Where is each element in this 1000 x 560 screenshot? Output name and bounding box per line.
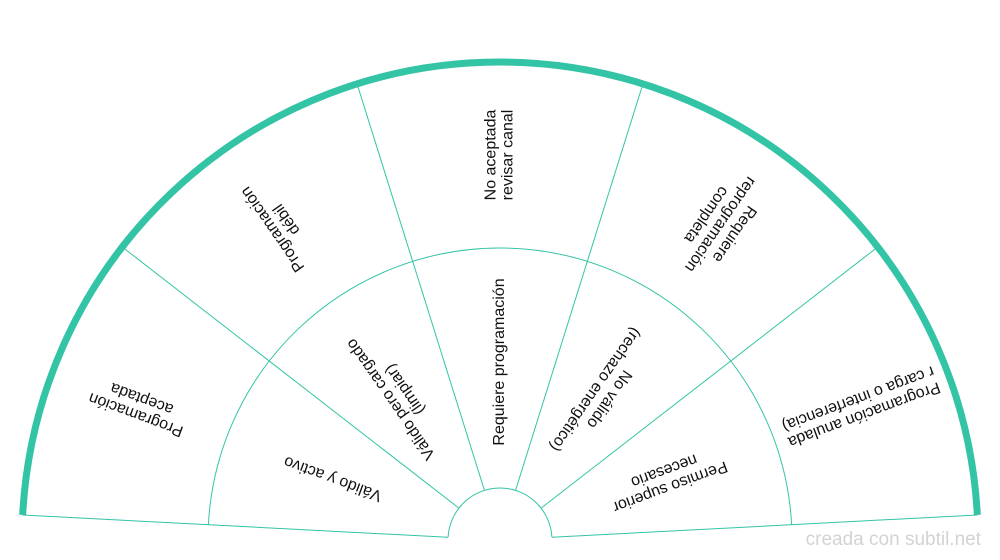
divider-line [121,246,460,509]
outer-segment-label: Programación anuladar carga o interferen… [779,362,942,450]
outer-segment-label: No aceptadarevisar canal [483,110,517,201]
outer-segment-label: Requierereprogramacióncompleta [667,163,773,284]
outer-segment-label: Programaciónaceptada [86,373,191,440]
label-line: Válido y activo [282,452,385,504]
inner-segment-label: Válido pero cargado(limpiar) [343,325,453,462]
inner-segment-label: Permiso superiornecesario [604,441,730,515]
inner-segment-label: Válido y activo [282,452,385,504]
outer-rim [19,58,981,516]
divider-lines [22,83,978,538]
divider-line [356,83,485,491]
label-line: No aceptada [483,110,500,201]
outer-segment-label: Programacióndébil [238,173,323,274]
segment-labels: Programaciónaceptada Programacióndébil No … [86,110,942,516]
divider-line [515,83,644,491]
label-line: (rechazo energético) [546,324,644,454]
divider-line [22,514,449,538]
inner-segment-label: No válido(rechazo energético) [546,324,658,464]
center-hub [447,487,553,538]
divider-line [540,246,879,509]
watermark: creada con subtil.net [805,529,981,550]
inner-segment-label: Requiere programación [491,278,508,445]
middle-ring-arc [207,247,793,525]
divider-line [551,514,978,538]
label-line: Válido pero cargado [343,335,439,462]
label-line: Requiere programación [491,278,508,445]
label-line: revisar canal [500,110,517,201]
